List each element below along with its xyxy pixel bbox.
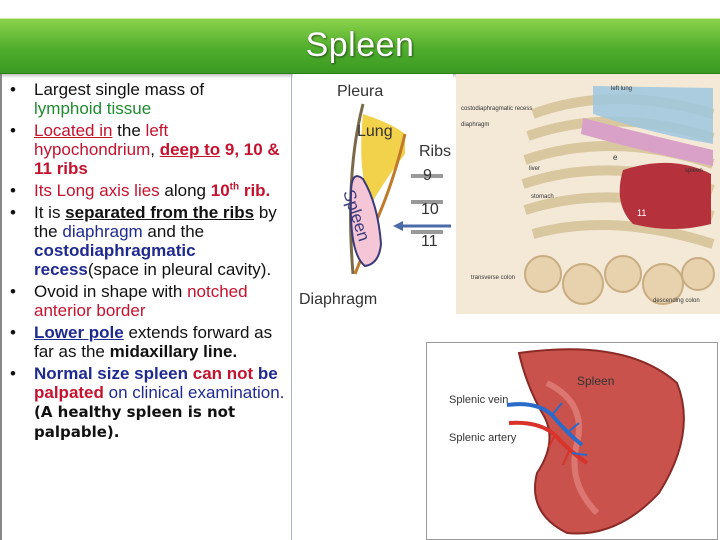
vein-branches — [551, 402, 588, 456]
label-rib-11-small: 11 — [637, 208, 646, 218]
label-stomach: stomach — [531, 194, 554, 200]
left-border — [0, 74, 2, 540]
bullet-3: Its Long axis lies along 10th rib. — [10, 181, 292, 200]
intestine-1 — [524, 255, 562, 293]
arrow-head — [393, 221, 403, 231]
bullet-4: It is separated from the ribs by the dia… — [10, 203, 292, 279]
bullet-5-notched: notched anterior border — [34, 282, 248, 320]
lung-shape — [361, 114, 405, 204]
bullet-4-and: and the — [142, 222, 205, 241]
label-spleen-small: spleen — [685, 168, 703, 174]
bullet-7-clinical: on clinical examination. — [103, 383, 285, 402]
bullet-5-text: Ovoid in shape with — [34, 282, 188, 301]
bullet-list: Largest single mass of lymphoid tissue L… — [10, 80, 292, 445]
anatomy-spleen — [619, 162, 711, 229]
rib-line-10 — [411, 200, 443, 204]
spleen-shape — [349, 175, 383, 268]
bullet-2-text: the — [112, 121, 146, 140]
label-costo-recess: costodiaphragmatic recess — [461, 106, 532, 112]
bullet-2-comma: , — [150, 140, 160, 159]
label-rib-e: e — [613, 153, 618, 162]
bullet-4-diaphragm: diaphragm — [62, 222, 143, 241]
title-bar — [0, 18, 720, 74]
bullet-7-cannot: can not — [192, 364, 254, 383]
bullet-1-highlight: lymphoid tissue — [34, 99, 152, 118]
anatomy-lung — [593, 86, 713, 144]
bullet-4-recess: costodiaphragmatic recess — [34, 241, 196, 279]
label-ribs: Ribs — [419, 143, 451, 160]
intestines-group — [524, 255, 715, 305]
bullet-5: Ovoid in shape with notched anterior bor… — [10, 282, 292, 320]
label-left-lung: left lung — [611, 86, 632, 92]
bullet-6: Lower pole extends forward as far as the… — [10, 323, 292, 361]
label-diaphragm: Diaphragm — [299, 291, 377, 308]
bullet-3-text: along — [159, 181, 211, 200]
bullet-7: Normal size spleen can not be palpated o… — [10, 364, 292, 442]
bullet-3-rib-end: rib. — [239, 181, 271, 200]
rib-line-11 — [411, 230, 443, 234]
label-rib-11: 11 — [421, 233, 438, 250]
label-diaphragm-small: diaphragm — [461, 122, 489, 128]
label-liver: liver — [529, 166, 540, 172]
intestine-2 — [562, 263, 604, 305]
bullet-2-ribs: 9, 10 & 11 ribs — [34, 140, 280, 178]
bullet-7-palpated: palpated — [34, 383, 104, 402]
bullet-4-text: It is — [34, 203, 66, 222]
label-rib-10: 10 — [421, 201, 439, 218]
bullet-6-text: extends forward as far as the — [34, 323, 273, 361]
rib-spleen-diagram: Pleura Lung Ribs 9 10 11 Spleen Diaphrag… — [293, 74, 720, 314]
label-lung: Lung — [357, 123, 393, 140]
label-spleen: Spleen — [577, 374, 614, 388]
label-pleura: Pleura — [337, 83, 383, 100]
bullet-7-note: (A healthy spleen is not palpable). — [34, 403, 236, 441]
bullet-3-axis: Its Long axis lies — [34, 181, 160, 200]
bullet-1-text: Largest single mass of — [34, 80, 205, 99]
bullet-4-space: (space in pleural cavity). — [87, 260, 272, 279]
bullet-4-by: by the — [34, 203, 277, 241]
label-transverse-colon: transverse colon — [471, 275, 515, 281]
label-splenic-vein: Splenic vein — [449, 394, 508, 406]
bullet-3-sup: th — [229, 181, 240, 193]
bullet-2-deep: deep to — [159, 140, 221, 159]
rib-6 — [531, 220, 715, 249]
label-rib-9: 9 — [423, 167, 432, 184]
bullet-2-region: left hypochondrium — [34, 121, 169, 159]
label-descending-colon: descending colon — [653, 298, 700, 304]
intestine-4 — [642, 263, 684, 305]
artery-branches — [548, 434, 570, 466]
bullet-4-separated: separated from the ribs — [65, 203, 255, 222]
bullet-6-midaxillary: midaxillary line. — [109, 342, 238, 361]
bullet-2-located: Located in — [34, 121, 113, 140]
spleen-vessels-diagram: Spleen Splenic vein Splenic artery — [426, 342, 718, 540]
bullet-2: Located in the left hypochondrium, deep … — [10, 121, 292, 178]
anatomy-recess — [581, 118, 713, 166]
bullet-6-lower-pole: Lower pole — [34, 323, 124, 342]
bullet-1: Largest single mass of lymphoid tissue — [10, 80, 292, 118]
bullet-3-rib: 10 — [210, 181, 230, 200]
intestine-3 — [604, 255, 642, 293]
rib-line-9 — [411, 174, 443, 178]
intestine-5 — [681, 257, 715, 291]
bullet-7-normal: Normal size spleen — [34, 364, 193, 383]
bullet-7-be: be — [253, 364, 278, 383]
slide-title: Spleen — [305, 26, 415, 64]
label-splenic-artery: Splenic artery — [449, 432, 517, 444]
spleen-body — [517, 348, 685, 535]
